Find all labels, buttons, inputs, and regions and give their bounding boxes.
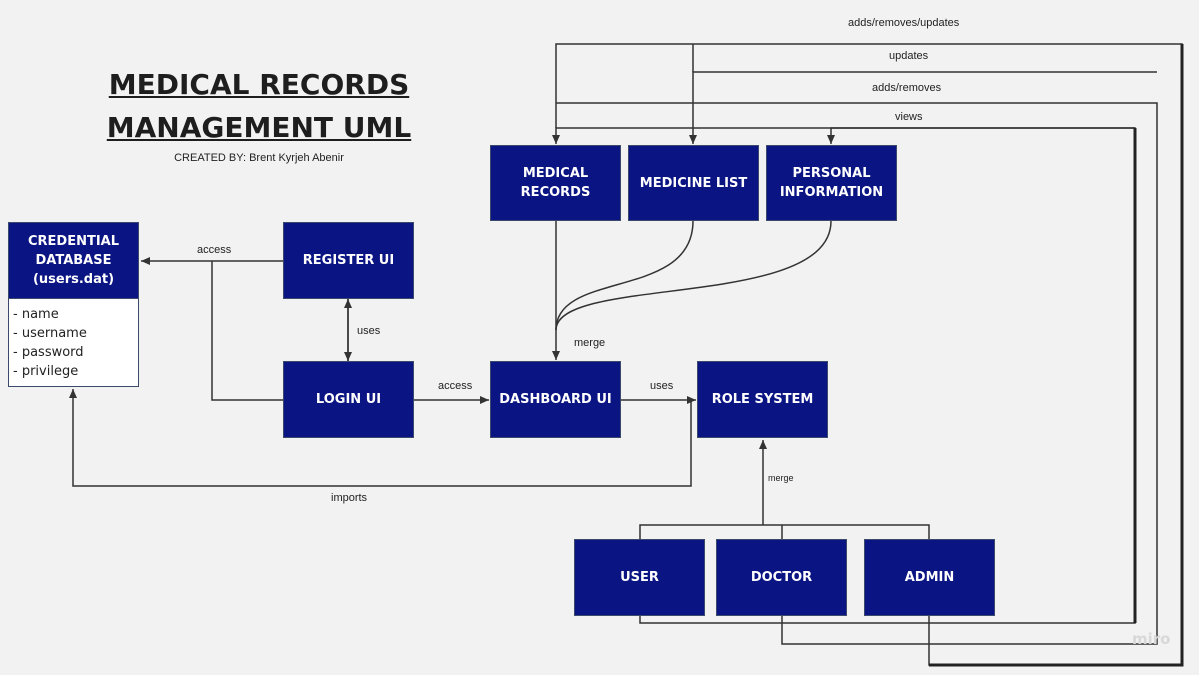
edge-label-uses: uses bbox=[650, 380, 674, 392]
edge-adds-removes bbox=[556, 102, 1158, 645]
medicine-list-node[interactable]: MEDICINE LIST bbox=[628, 145, 759, 221]
edge-medlist-dashboard bbox=[555, 220, 694, 331]
edge-label-views: views bbox=[895, 111, 923, 123]
dashboard-ui-node[interactable]: DASHBOARD UI bbox=[490, 361, 621, 438]
register-ui-node[interactable]: REGISTER UI bbox=[283, 222, 414, 299]
page-title-line2: MANAGEMENT UML bbox=[106, 111, 412, 144]
edge-login-db bbox=[211, 261, 283, 401]
edge-personal-dashboard bbox=[555, 220, 832, 331]
admin-node[interactable]: ADMIN bbox=[864, 539, 995, 616]
credential-database-header[interactable]: CREDENTIAL DATABASE (users.dat) bbox=[8, 222, 139, 299]
page-title: MEDICAL RECORDS bbox=[108, 68, 410, 101]
author-credit: CREATED BY: Brent Kyrjeh Abenir bbox=[174, 152, 344, 164]
user-node[interactable]: USER bbox=[574, 539, 705, 616]
edge-label-merge: merge bbox=[768, 473, 794, 483]
doctor-node[interactable]: DOCTOR bbox=[716, 539, 847, 616]
edge-label-imports: imports bbox=[331, 492, 368, 504]
edge-label-updates: updates bbox=[889, 50, 929, 62]
edge-label-access: access bbox=[438, 380, 473, 392]
edge-label-uses: uses bbox=[357, 325, 381, 337]
medical-records-node[interactable]: MEDICAL RECORDS bbox=[490, 145, 621, 221]
miro-watermark: miro bbox=[1132, 630, 1171, 648]
edge-label-access: access bbox=[197, 244, 232, 256]
edge-label-adds-removes-updates: adds/removes/updates bbox=[848, 17, 960, 29]
db-field: - name bbox=[13, 307, 59, 322]
db-field: - privilege bbox=[13, 364, 79, 379]
personal-information-node[interactable]: PERSONAL INFORMATION bbox=[766, 145, 897, 221]
edge-roles-merge bbox=[639, 524, 930, 540]
edge-label-merge: merge bbox=[574, 337, 606, 349]
db-field: - password bbox=[13, 345, 84, 360]
role-system-node[interactable]: ROLE SYSTEM bbox=[697, 361, 828, 438]
db-field: - username bbox=[13, 326, 87, 341]
edge-label-adds-removes: adds/removes bbox=[872, 82, 942, 94]
credential-database-fields: - name - username - password - privilege bbox=[8, 299, 139, 387]
edge-imports bbox=[69, 389, 692, 487]
login-ui-node[interactable]: LOGIN UI bbox=[283, 361, 414, 438]
